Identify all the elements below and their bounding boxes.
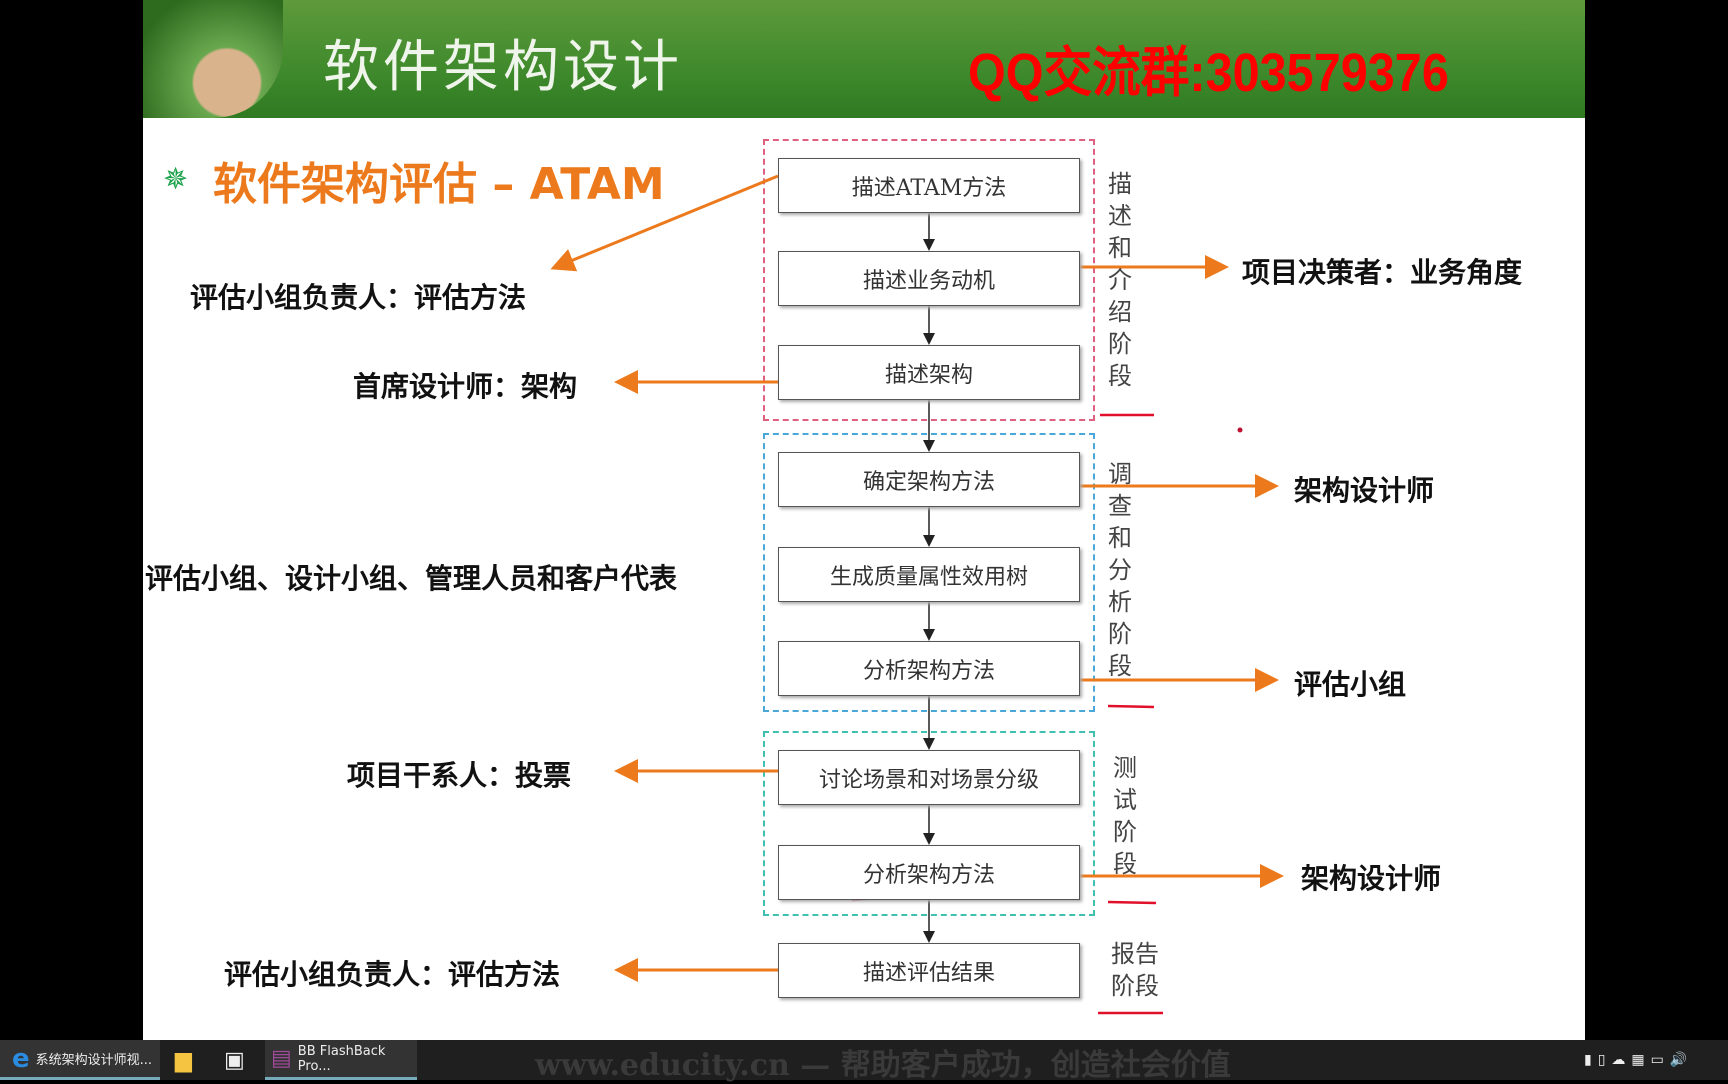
store-icon[interactable]: ▣: [224, 1047, 245, 1073]
system-tray-icons[interactable]: ▮▯☁▦▭🔊: [1584, 1052, 1694, 1068]
flow-step-1: 描述ATAM方法: [778, 158, 1080, 213]
flow-step-5: 生成质量属性效用树: [778, 547, 1080, 602]
taskbar-item-label: 系统架构设计师视...: [35, 1053, 153, 1068]
slide: 软件架构设计 QQ交流群:303579376 ✵ 软件架构评估 – ATAM 描…: [143, 0, 1585, 1040]
section-title: 软件架构评估 – ATAM: [213, 159, 665, 210]
left-label-4: 项目干系人：投票: [347, 759, 572, 792]
taskbar-item-label: BB FlashBack Pro...: [297, 1043, 386, 1074]
right-label-3: 评估小组: [1294, 668, 1407, 701]
qq-group-text: QQ交流群:303579376: [968, 43, 1449, 103]
phase-label-2: 调查和分析阶段: [1108, 460, 1132, 680]
seedling-hand-image: [143, 0, 283, 118]
right-label-2: 架构设计师: [1294, 474, 1435, 507]
edge-icon: e: [12, 1043, 30, 1074]
left-label-5: 评估小组负责人：评估方法: [224, 958, 561, 991]
phase-label-3: 测试阶段: [1113, 754, 1137, 878]
left-label-1: 评估小组负责人：评估方法: [190, 281, 527, 314]
flow-step-4: 确定架构方法: [778, 452, 1080, 507]
taskbar: e 系统架构设计师视... ▆ ▣ ▤ BB FlashBack Pro... …: [0, 1040, 1728, 1080]
flow-step-2: 描述业务动机: [778, 251, 1080, 306]
phase-label-4: 报告阶段: [1111, 940, 1159, 1000]
flow-step-6: 分析架构方法: [778, 641, 1080, 696]
slide-header: 软件架构设计 QQ交流群:303579376: [143, 0, 1585, 118]
flow-step-8: 分析架构方法: [778, 845, 1080, 900]
flow-step-7: 讨论场景和对场景分级: [778, 750, 1080, 805]
bullet-icon: ✵: [163, 162, 189, 197]
left-label-3: 评估小组、设计小组、管理人员和客户代表: [145, 562, 678, 595]
footer-text: www.educity.cn — 帮助客户成功，创造社会价值: [535, 1048, 1231, 1083]
file-explorer-icon[interactable]: ▆: [175, 1047, 192, 1073]
phase-label-1: 描述和介绍阶段: [1108, 170, 1132, 390]
flow-step-3: 描述架构: [778, 345, 1080, 400]
taskbar-browser[interactable]: e 系统架构设计师视...: [0, 1040, 160, 1080]
flashback-icon: ▤: [271, 1046, 292, 1071]
flow-step-9: 描述评估结果: [778, 943, 1080, 998]
taskbar-flashback[interactable]: ▤ BB FlashBack Pro...: [265, 1040, 417, 1080]
slide-title: 软件架构设计: [323, 35, 683, 100]
right-label-1: 项目决策者：业务角度: [1242, 256, 1523, 289]
left-label-2: 首席设计师：架构: [353, 370, 578, 403]
right-label-4: 架构设计师: [1301, 862, 1442, 895]
